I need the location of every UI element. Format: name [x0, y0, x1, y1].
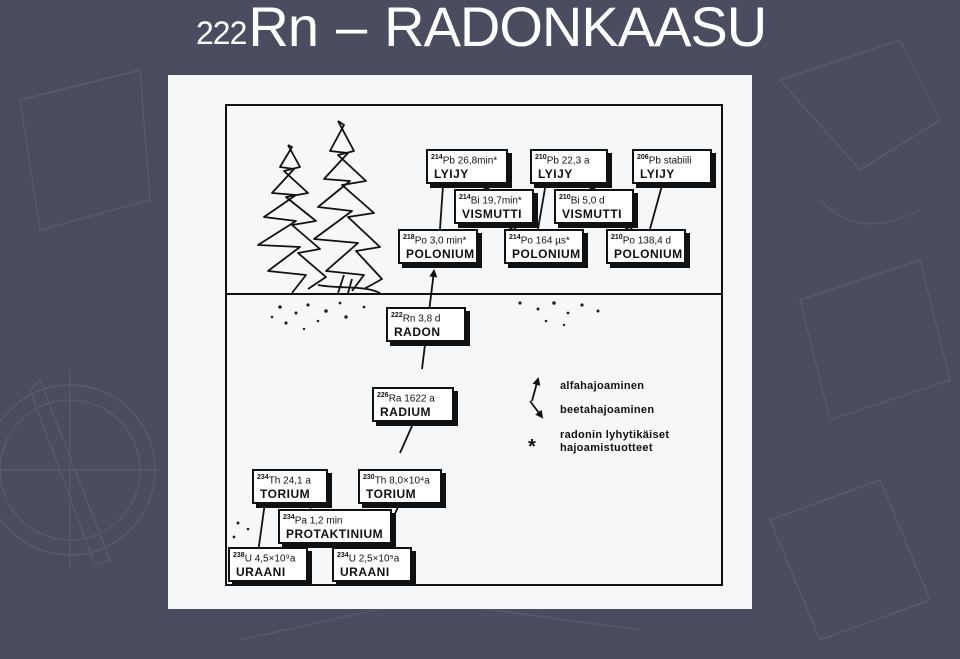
diagram-frame — [225, 104, 723, 586]
node-po210-isotope: 210Po 138,4 d — [611, 234, 672, 247]
node-u238-name: URAANI — [236, 565, 286, 580]
legend-short-lived-line2: hajoamistuotteet — [560, 442, 653, 454]
legend-short-lived-line1: radonin lyhytikäiset — [560, 429, 670, 441]
title-dash: – — [335, 0, 367, 58]
node-pb214-isotope: 214Pb 26,8min* — [431, 154, 498, 167]
node-ra226: 226Ra 1622 a RADIUM — [372, 387, 454, 423]
node-pb210-isotope: 210Pb 22,3 a — [535, 154, 590, 167]
page-title: 222Rn–RADONKAASU — [196, 0, 767, 60]
legend-alpha-label: alfahajoaminen — [560, 380, 645, 392]
node-bi214: 214Bi 19,7min* VISMUTTI — [454, 189, 534, 225]
node-po218-name: POLONIUM — [406, 247, 475, 262]
title-name: RADONKAASU — [384, 0, 767, 58]
node-pb210-name: LYIJY — [538, 167, 573, 182]
node-pb214-name: LYIJY — [434, 167, 469, 182]
soil-dots — [232, 301, 600, 539]
decay-chain-diagram: * 214Pb 26,8min* LYIJY 214Bi 19,7min* VI… — [168, 75, 752, 609]
legend-beta-arrow — [529, 400, 544, 419]
node-u238: 238U 4,5×10⁹a URAANI — [228, 547, 308, 583]
node-bi210-isotope: 210Bi 5,0 d — [559, 194, 605, 207]
title-symbol: Rn — [248, 0, 319, 58]
title-mass-number: 222 — [196, 15, 247, 51]
node-pb210: 210Pb 22,3 a LYIJY — [530, 149, 608, 185]
spruce-trees — [257, 120, 383, 294]
node-th230-name: TORIUM — [366, 487, 417, 502]
node-po210-name: POLONIUM — [614, 247, 683, 262]
node-ra226-isotope: 226Ra 1622 a — [377, 392, 435, 405]
node-po218: 218Po 3,0 min* POLONIUM — [398, 229, 478, 265]
node-u234-isotope: 234U 2,5×10⁵a — [337, 552, 400, 565]
node-th230-isotope: 230Th 8,0×10⁴a — [363, 474, 430, 487]
node-bi214-name: VISMUTTI — [462, 207, 522, 222]
node-rn222-isotope: 222Rn 3,8 d — [391, 312, 441, 325]
slide-bullet-icon — [0, 0, 1, 1]
node-pb206: 206Pb stabiili LYIJY — [632, 149, 712, 185]
node-pb206-isotope: 206Pb stabiili — [637, 154, 692, 167]
node-u234-name: URAANI — [340, 565, 390, 580]
node-th234: 234Th 24,1 a TORIUM — [252, 469, 328, 505]
legend-symbols — [529, 377, 544, 419]
node-po214-name: POLONIUM — [512, 247, 581, 262]
node-rn222-name: RADON — [394, 325, 441, 340]
node-th234-name: TORIUM — [260, 487, 311, 502]
legend-beta-label: beetahajoaminen — [560, 404, 655, 416]
node-pa234: 234Pa 1,2 min PROTAKTINIUM — [278, 509, 392, 545]
node-po210: 210Po 138,4 d POLONIUM — [606, 229, 686, 265]
legend-star: * — [528, 436, 536, 458]
node-po218-isotope: 218Po 3,0 min* — [403, 234, 467, 247]
node-ra226-name: RADIUM — [380, 405, 431, 420]
node-po214: 214Po 164 µs* POLONIUM — [504, 229, 584, 265]
node-th230: 230Th 8,0×10⁴a TORIUM — [358, 469, 442, 505]
node-u238-isotope: 238U 4,5×10⁹a — [233, 552, 296, 565]
node-th234-isotope: 234Th 24,1 a — [257, 474, 311, 487]
node-po214-isotope: 214Po 164 µs* — [509, 234, 570, 247]
node-bi210-name: VISMUTTI — [562, 207, 622, 222]
node-pa234-name: PROTAKTINIUM — [286, 527, 384, 542]
node-u234: 234U 2,5×10⁵a URAANI — [332, 547, 412, 583]
legend-alpha-arrow — [531, 377, 541, 402]
node-pb206-name: LYIJY — [640, 167, 675, 182]
node-bi210: 210Bi 5,0 d VISMUTTI — [554, 189, 634, 225]
node-pb214: 214Pb 26,8min* LYIJY — [426, 149, 508, 185]
node-rn222: 222Rn 3,8 d RADON — [386, 307, 466, 343]
node-pa234-isotope: 234Pa 1,2 min — [283, 514, 343, 527]
node-bi214-isotope: 214Bi 19,7min* — [459, 194, 522, 207]
